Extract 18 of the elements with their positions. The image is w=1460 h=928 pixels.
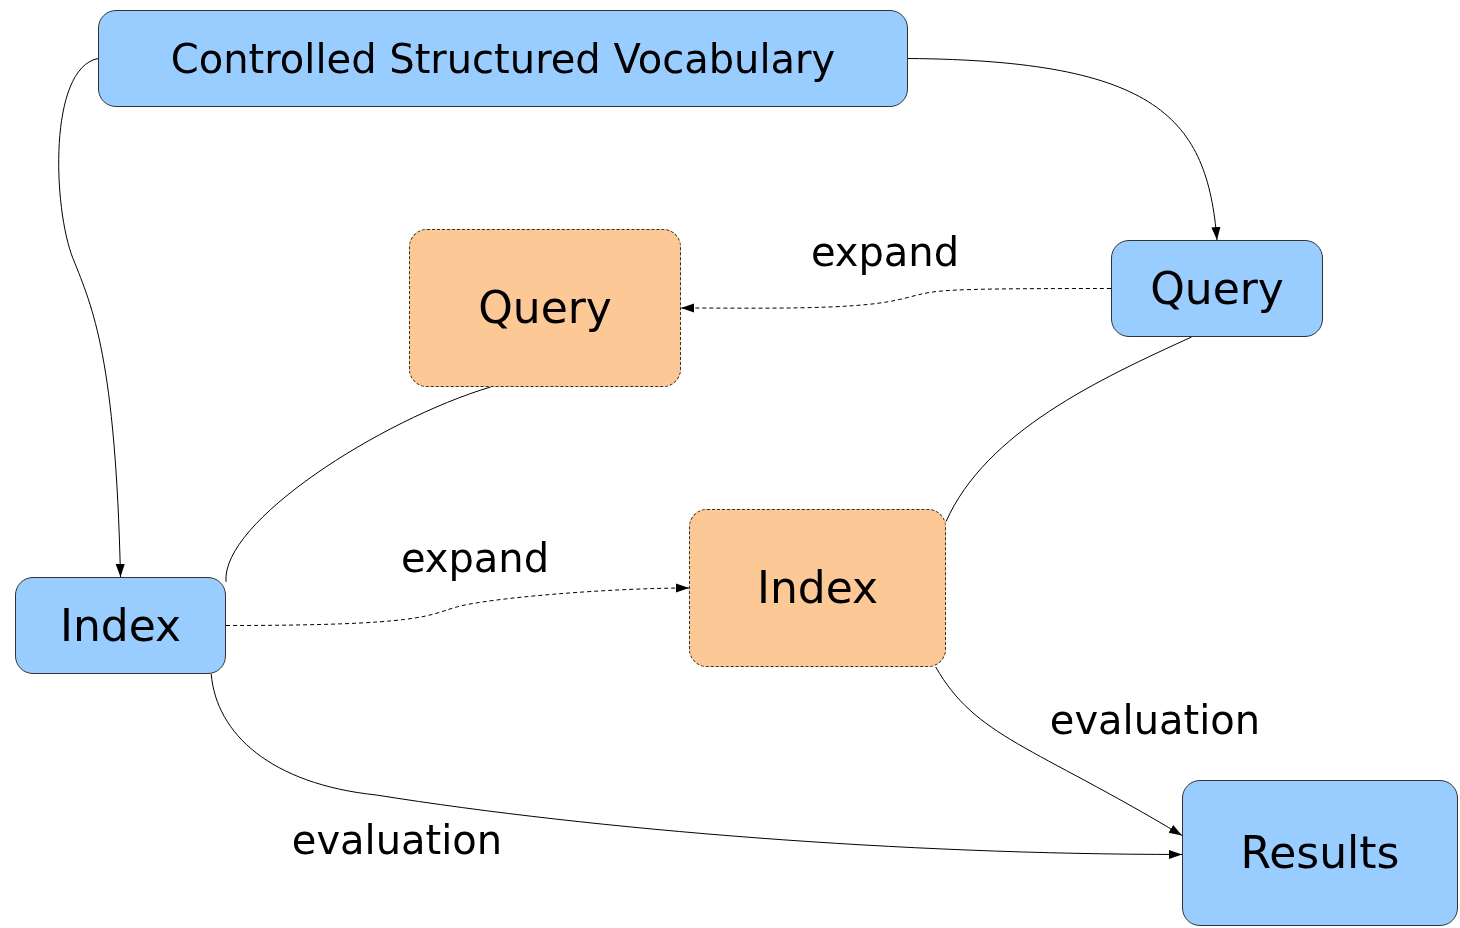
node-label: Query (1150, 261, 1284, 316)
node-label: Controlled Structured Vocabulary (170, 34, 836, 84)
dashed-arrow (680, 288, 1112, 313)
node-label: Results (1240, 826, 1400, 880)
node-label: Index (59, 598, 182, 653)
dashed-box (409, 229, 681, 387)
curved-arrow (58, 58, 125, 578)
dashed-arrow (225, 583, 690, 626)
curved-arrow (907, 58, 1220, 241)
curved-arrow (935, 666, 1183, 836)
rounded-box (1182, 780, 1458, 926)
curved-arrow (210, 673, 1183, 859)
rounded-box (98, 10, 908, 107)
dashed-box (689, 509, 946, 667)
node-label: Index (756, 561, 879, 615)
rounded-box (1111, 240, 1323, 337)
rounded-box (15, 577, 226, 674)
node-label: Query (478, 281, 612, 335)
